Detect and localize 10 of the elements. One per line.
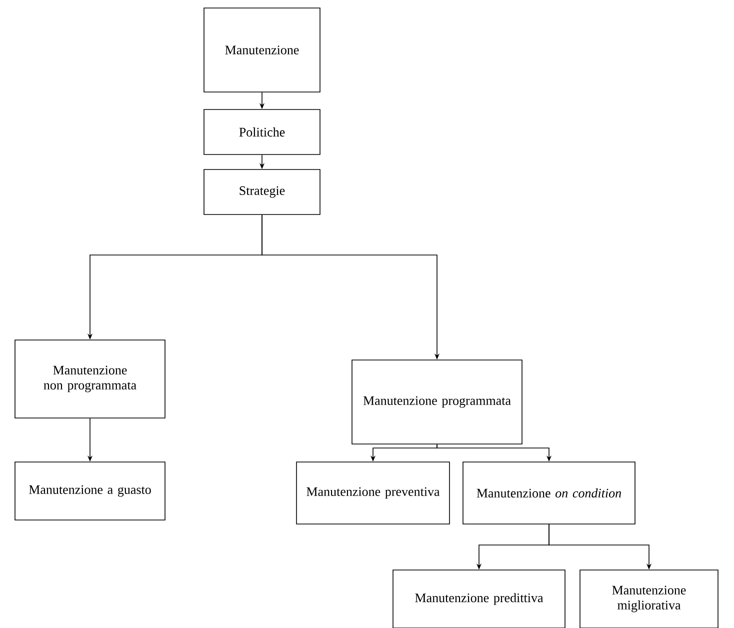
process-box: Manutenzione on condition [462, 462, 636, 524]
process-box: Manutenzione migliorativa [580, 570, 718, 628]
process-box: Manutenzione a guasto [14, 462, 166, 520]
process-box: Manutenzione non programmata [14, 340, 166, 418]
process-box: Manutenzione [204, 8, 320, 92]
process-box: Manutenzione preventiva [296, 462, 450, 524]
process-box: Manutenzione programmata [352, 360, 522, 444]
process-box: Strategie [204, 169, 320, 215]
process-box: Manutenzione predittiva [392, 570, 566, 628]
process-box: Politiche [204, 109, 320, 155]
